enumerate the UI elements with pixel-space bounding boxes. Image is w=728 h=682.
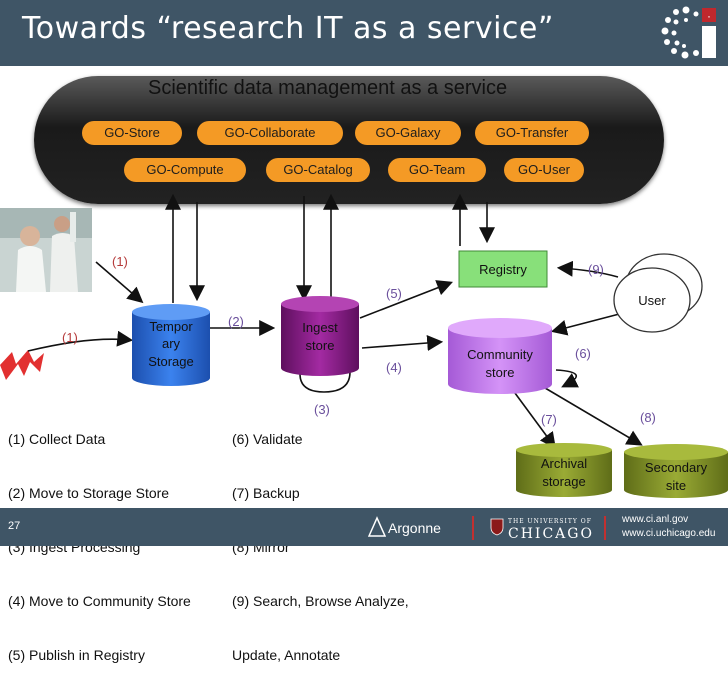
slide-number: 27 (8, 520, 21, 532)
uchicago-shield-icon (490, 518, 504, 536)
researchers-photo (0, 208, 92, 292)
url-anl[interactable]: www.ci.anl.gov (622, 514, 689, 525)
step-label-9: (9) (588, 262, 604, 277)
archival-storage-cylinder: Archival storage (516, 443, 612, 497)
user-group: User (613, 253, 703, 333)
slide-title: Towards “research IT as a service” (22, 11, 554, 46)
uchicago-small-text: THE UNIVERSITY OF (508, 518, 592, 525)
argonne-text: Argonne (388, 520, 441, 536)
legend-item: (6) Validate (232, 431, 303, 447)
temporary-storage-line1: Tempor (149, 319, 193, 334)
service-go-store[interactable]: GO-Store (82, 121, 182, 145)
service-go-galaxy[interactable]: GO-Galaxy (355, 121, 461, 145)
ingest-store-line2: store (306, 338, 335, 353)
secondary-site-line2: site (666, 478, 686, 493)
step-label-2: (2) (228, 314, 244, 329)
legend-item: Update, Annotate (232, 647, 341, 663)
svg-text:·: · (707, 9, 711, 23)
lightning-icon (0, 350, 44, 380)
uchicago-text: CHICAGO (508, 526, 594, 542)
user-label: User (638, 293, 666, 308)
url-uchicago[interactable]: www.ci.uchicago.edu (622, 528, 716, 539)
legend-item: (7) Backup (232, 485, 300, 501)
footer-bar: 27 Argonne THE UNIVERSITY OF CHICAGO www… (0, 508, 728, 546)
community-store-line1: Community (467, 347, 533, 362)
service-go-catalog[interactable]: GO-Catalog (266, 158, 370, 182)
step-label-4: (4) (386, 360, 402, 375)
step-label-8: (8) (640, 410, 656, 425)
secondary-site-line1: Secondary (645, 460, 708, 475)
service-go-team[interactable]: GO-Team (388, 158, 486, 182)
legend-item: (1) Collect Data (8, 431, 106, 447)
archival-line1: Archival (541, 456, 587, 471)
ingest-store-line1: Ingest (302, 320, 338, 335)
legend-item: (5) Publish in Registry (8, 647, 145, 663)
step-label-1b: (1) (62, 330, 78, 345)
service-go-transfer[interactable]: GO-Transfer (475, 121, 589, 145)
temporary-storage-line3: Storage (148, 354, 194, 369)
footer-separator (472, 516, 474, 540)
registry-label: Registry (479, 262, 527, 277)
legend-item: (2) Move to Storage Store (8, 485, 170, 501)
community-store-cylinder: Community store (448, 318, 552, 394)
workflow-diagram: Tempor ary Storage Ingest store Communit… (0, 193, 728, 498)
service-go-collaborate[interactable]: GO-Collaborate (197, 121, 343, 145)
secondary-site-cylinder: Secondary site (624, 444, 728, 498)
ingest-store-cylinder: Ingest store (281, 296, 359, 376)
title-bar: Towards “research IT as a service” · (0, 0, 728, 66)
service-go-user[interactable]: GO-User (504, 158, 584, 182)
step-label-5: (5) (386, 286, 402, 301)
ci-logo-icon: · (661, 6, 716, 59)
footer-separator (604, 516, 606, 540)
registry-box: Registry (458, 250, 548, 288)
community-store-line2: store (486, 365, 515, 380)
legend-item: (4) Move to Community Store (8, 593, 191, 609)
step-label-1a: (1) (112, 254, 128, 269)
archival-line2: storage (542, 474, 585, 489)
legend-item: (9) Search, Browse Analyze, (232, 593, 409, 609)
step-label-3: (3) (314, 402, 330, 417)
step-label-7: (7) (541, 412, 557, 427)
temporary-storage-line2: ary (162, 336, 181, 351)
argonne-logo-icon (368, 516, 386, 537)
step-label-6: (6) (575, 346, 591, 361)
temporary-storage-cylinder: Tempor ary Storage (132, 304, 210, 386)
service-go-compute[interactable]: GO-Compute (124, 158, 246, 182)
cloud-title: Scientific data management as a service (148, 77, 508, 99)
